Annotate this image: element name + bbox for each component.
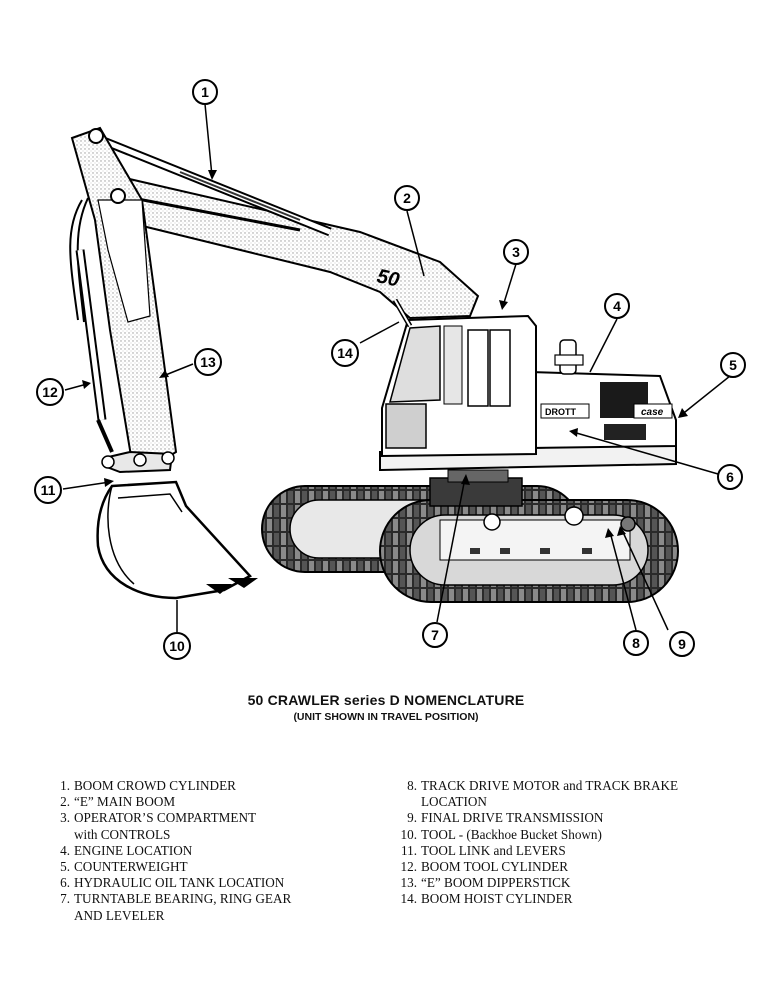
figure-subtitle: (UNIT SHOWN IN TRAVEL POSITION): [293, 711, 479, 723]
legend-text: TOOL - (Backhoe Bucket Shown): [421, 826, 602, 842]
legend-text: TOOL LINK and LEVERS: [421, 842, 566, 858]
legend-text: HYDRAULIC OIL TANK LOCATION: [74, 875, 285, 891]
callout-5: 5: [720, 352, 746, 378]
callout-label: 3: [512, 244, 520, 260]
callout-13: 13: [194, 348, 222, 376]
callout-6: 6: [717, 464, 743, 490]
legend-number: 14.: [400, 891, 417, 907]
legend-item-14: 14. BOOM HOIST CYLINDER: [399, 891, 749, 907]
legend-text-continued: LOCATION: [421, 794, 487, 810]
decal-brand-left: DROTT: [545, 407, 576, 417]
callout-label: 9: [678, 636, 686, 652]
callout-14: 14: [331, 339, 359, 367]
legend-text: “E” MAIN BOOM: [74, 794, 176, 810]
legend-number: 9.: [407, 810, 417, 826]
legend-number: 12.: [400, 859, 417, 875]
legend-number: 6.: [60, 875, 70, 891]
legend-text: TRACK DRIVE MOTOR and TRACK BRAKE: [421, 778, 679, 793]
legend-item-11: 11. TOOL LINK and LEVERS: [399, 843, 749, 859]
callout-label: 7: [431, 627, 439, 643]
legend-text: OPERATOR’S COMPARTMENT: [74, 810, 257, 826]
legend-number: 8.: [407, 778, 417, 793]
callout-label: 10: [169, 638, 185, 654]
legend-text-continued: AND LEVELER: [74, 907, 165, 923]
leader-lines: [62, 103, 731, 632]
callout-label: 2: [403, 190, 411, 206]
legend-item-8: 8. TRACK DRIVE MOTOR and TRACK BRAKE LOC…: [399, 778, 749, 810]
callout-label: 8: [632, 635, 640, 651]
callout-8: 8: [623, 630, 649, 656]
legend-text: COUNTERWEIGHT: [74, 859, 188, 875]
legend-item-5: 5. COUNTERWEIGHT: [52, 859, 372, 875]
callout-label: 4: [613, 298, 621, 314]
leader-arrowheads: [82, 170, 688, 538]
legend-number: 1.: [60, 778, 70, 793]
legend-text: TURNTABLE BEARING, RING GEAR: [74, 891, 292, 907]
legend-text: FINAL DRIVE TRANSMISSION: [421, 810, 604, 826]
decal-brand-right: case: [641, 407, 664, 418]
backhoe-bucket: [96, 480, 258, 600]
upper-structure: DROTT case: [379, 314, 677, 472]
callout-label: 14: [337, 345, 353, 361]
callout-label: 6: [726, 469, 734, 485]
callout-11: 11: [34, 476, 62, 504]
legend-number: 3.: [60, 810, 70, 826]
callout-10: 10: [163, 632, 191, 660]
legend-number: 4.: [60, 842, 70, 858]
boom-decal-model: 50: [375, 265, 401, 291]
legend-number: 13.: [400, 875, 417, 891]
callout-7: 7: [422, 622, 448, 648]
callout-9: 9: [669, 631, 695, 657]
legend-item-10: 10. TOOL - (Backhoe Bucket Shown): [399, 827, 749, 843]
boom-tool-cylinder: [75, 249, 114, 453]
callout-label: 12: [42, 384, 58, 400]
legend-item-12: 12. BOOM TOOL CYLINDER: [399, 859, 749, 875]
legend-item-9: 9. FINAL DRIVE TRANSMISSION: [399, 810, 749, 826]
figure-title: 50 CRAWLER series D NOMENCLATURE: [247, 692, 525, 708]
legend-number: 5.: [60, 859, 70, 875]
legend-number: 7.: [60, 891, 70, 907]
callout-1: 1: [192, 79, 218, 105]
excavator-illustration: DROTT case 50: [34, 79, 746, 660]
legend-number: 11.: [401, 842, 417, 858]
legend-text: ENGINE LOCATION: [74, 842, 193, 858]
callout-label: 5: [729, 357, 737, 373]
legend-right-column: 8. TRACK DRIVE MOTOR and TRACK BRAKE LOC…: [399, 778, 749, 908]
legend-item-4: 4. ENGINE LOCATION: [52, 843, 372, 859]
callout-2: 2: [394, 185, 420, 211]
legend-item-2: 2. “E” MAIN BOOM: [52, 794, 372, 810]
legend-text-continued: with CONTROLS: [74, 826, 171, 842]
callout-12: 12: [36, 378, 64, 406]
legend-number: 2.: [60, 794, 70, 810]
callout-label: 13: [200, 354, 216, 370]
legend-item-6: 6. HYDRAULIC OIL TANK LOCATION: [52, 875, 372, 891]
legend-text: BOOM TOOL CYLINDER: [421, 859, 569, 875]
callout-label: 11: [41, 482, 56, 498]
tool-links: [101, 450, 175, 474]
legend-left-column: 1. BOOM CROWD CYLINDER 2. “E” MAIN BOOM …: [52, 778, 372, 924]
legend-text: “E” BOOM DIPPERSTICK: [421, 875, 571, 891]
callout-label: 1: [201, 84, 209, 100]
legend-item-13: 13. “E” BOOM DIPPERSTICK: [399, 875, 749, 891]
legend-number: 10.: [400, 826, 417, 842]
legend-text: BOOM CROWD CYLINDER: [74, 778, 236, 793]
legend-item-7: 7. TURNTABLE BEARING, RING GEAR AND LEVE…: [52, 891, 372, 923]
crawler-tracks: [261, 469, 679, 603]
callout-3: 3: [503, 239, 529, 265]
legend-item-1: 1. BOOM CROWD CYLINDER: [52, 778, 372, 794]
boom-crowd-cylinder: [94, 133, 332, 237]
callout-4: 4: [604, 293, 630, 319]
legend-text: BOOM HOIST CYLINDER: [421, 891, 573, 907]
legend-item-3: 3. OPERATOR’S COMPARTMENT with CONTROLS: [52, 810, 372, 842]
